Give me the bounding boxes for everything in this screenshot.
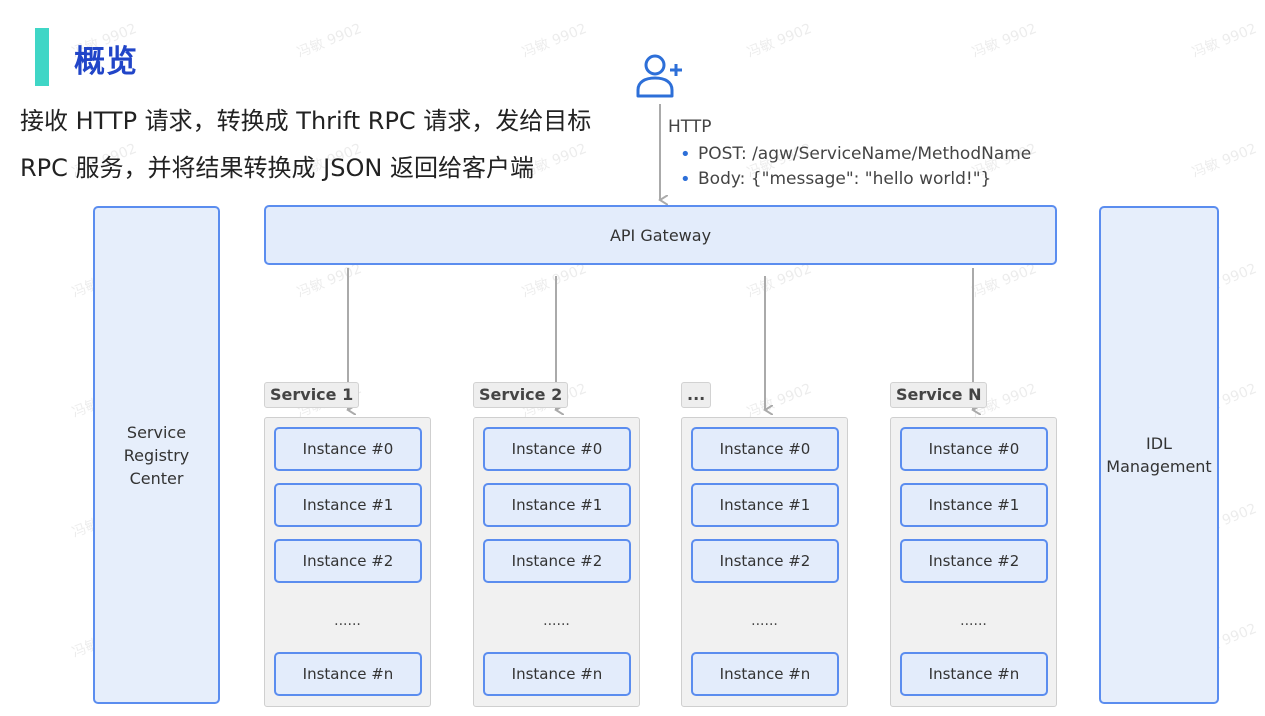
instance-box: Instance #0 [900,427,1048,471]
watermark-text: 冯敏 9902 [519,20,589,62]
instance-box: Instance #n [483,652,631,696]
watermark-text: 冯敏 9902 [1189,20,1259,62]
instance-box: Instance #1 [274,483,422,527]
instance-box: Instance #0 [691,427,839,471]
api-gateway: API Gateway [264,205,1057,265]
title-accent-bar [35,28,49,86]
service-ellipsis-instances: Instance #0 Instance #1 Instance #2 ....… [681,417,848,707]
instance-box: Instance #1 [691,483,839,527]
instance-ellipsis: ...... [334,613,361,629]
request-details: POST: /agw/ServiceName/MethodName Body: … [680,142,1031,192]
service-1-label: Service 1 [264,382,360,408]
request-body: Body: {"message": "hello world!"} [680,167,1031,192]
watermark-text: 冯敏 9902 [744,20,814,62]
instance-ellipsis: ...... [543,613,570,629]
service-1-instances: Instance #0 Instance #1 Instance #2 ....… [264,417,431,707]
instance-box: Instance #0 [274,427,422,471]
service-ellipsis-label: ... [681,382,712,408]
request-method: POST: /agw/ServiceName/MethodName [680,142,1031,167]
description-line-1: 接收 HTTP 请求，转换成 Thrift RPC 请求，发给目标 [20,107,592,135]
instance-ellipsis: ...... [751,613,778,629]
watermark-text: 冯敏 9902 [969,20,1039,62]
service-n-label: Service N [890,382,988,408]
instance-box: Instance #0 [483,427,631,471]
watermark-text: 冯敏 9902 [294,20,364,62]
instance-box: Instance #n [900,652,1048,696]
page-title: 概览 [74,44,138,80]
instance-box: Instance #2 [483,539,631,583]
instance-box: Instance #1 [483,483,631,527]
service-registry-label: Service Registry Center [123,422,190,488]
service-registry-center: Service Registry Center [93,206,220,704]
watermark-text: 冯敏 9902 [744,380,814,422]
http-label: HTTP [668,117,712,137]
service-2-label: Service 2 [473,382,569,408]
service-2-instances: Instance #0 Instance #1 Instance #2 ....… [473,417,640,707]
idl-management: IDL Management [1099,206,1219,704]
instance-box: Instance #1 [900,483,1048,527]
instance-box: Instance #n [691,652,839,696]
watermark-text: 冯敏 9902 [1189,140,1259,182]
instance-box: Instance #2 [274,539,422,583]
service-n-instances: Instance #0 Instance #1 Instance #2 ....… [890,417,1057,707]
instance-ellipsis: ...... [960,613,987,629]
instance-box: Instance #2 [900,539,1048,583]
idl-management-label: IDL Management [1106,434,1212,476]
instance-box: Instance #n [274,652,422,696]
instance-box: Instance #2 [691,539,839,583]
user-add-icon [636,54,682,98]
api-gateway-label: API Gateway [609,225,712,245]
description-line-2: RPC 服务，并将结果转换成 JSON 返回给客户端 [20,154,534,182]
